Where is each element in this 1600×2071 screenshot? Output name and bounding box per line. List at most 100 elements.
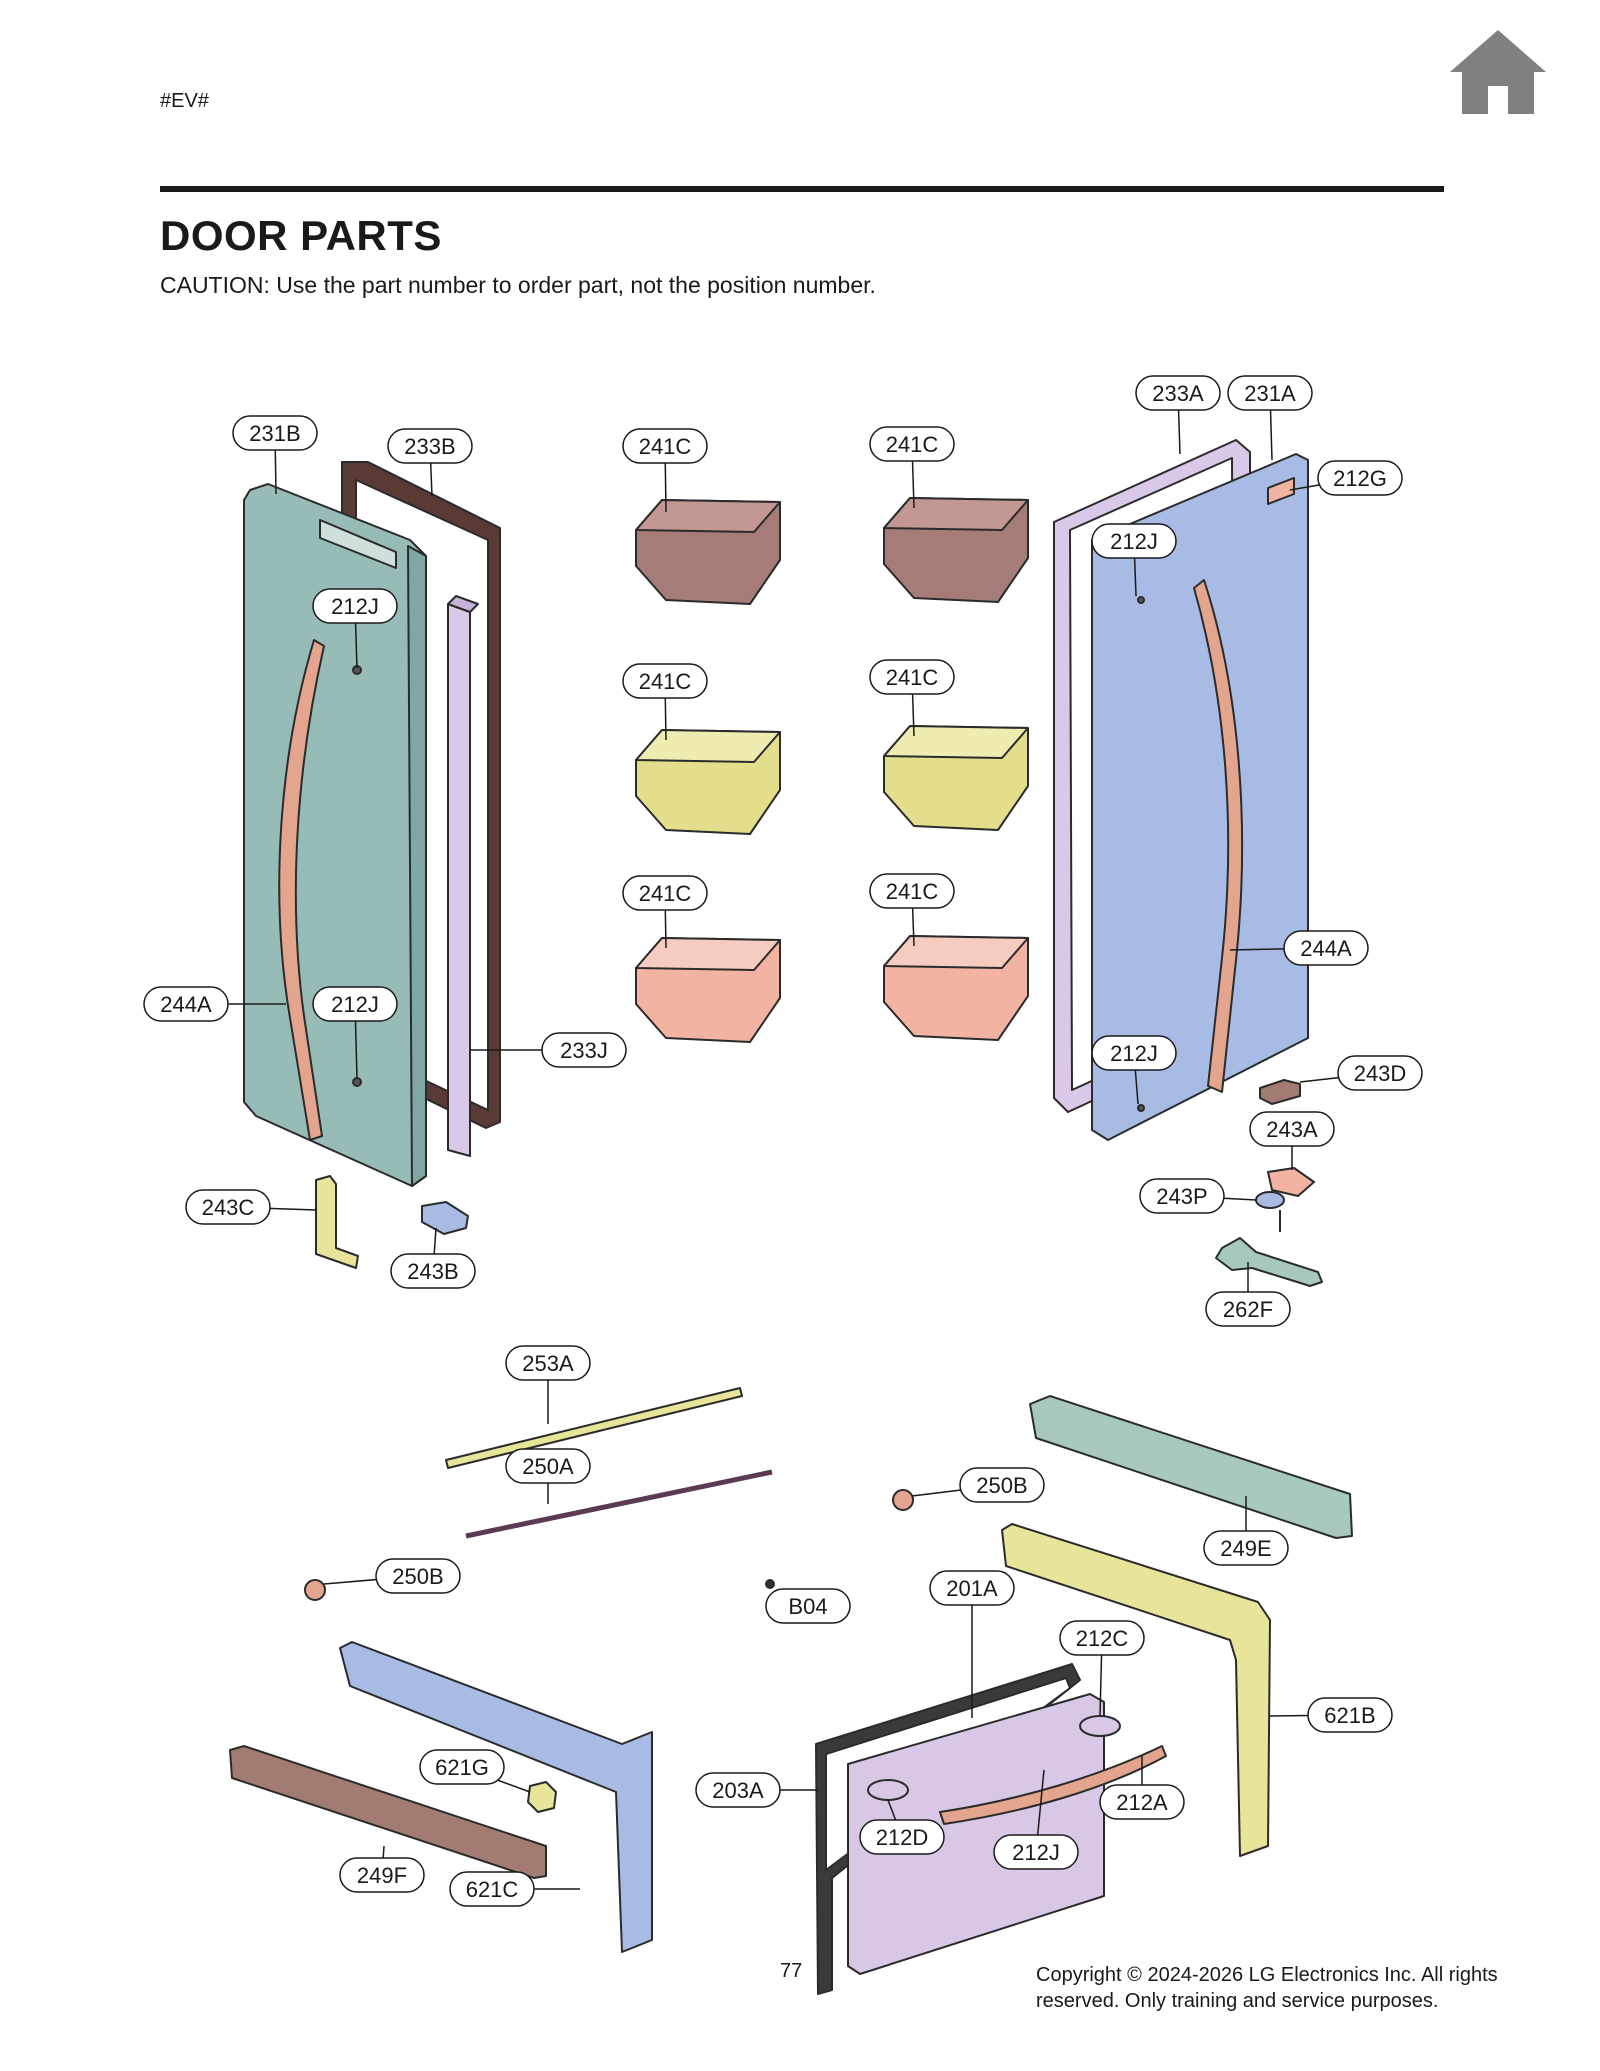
- part-262F-wrench: [1215, 1237, 1323, 1287]
- part-212A-handle: [939, 1745, 1167, 1825]
- part-253A-rod: [445, 1387, 743, 1469]
- callout-label: 212G: [1333, 466, 1387, 491]
- callout-bubble: [1099, 1784, 1185, 1820]
- callout-label: 231B: [249, 421, 300, 446]
- home-icon[interactable]: [1448, 28, 1548, 116]
- callout-bubble: [143, 986, 229, 1022]
- part-250B-gear-right: [892, 1489, 914, 1511]
- part-249F-rail: [229, 1745, 547, 1879]
- callout-B04: B04: [765, 1588, 851, 1624]
- callout-621C: 621C: [449, 1871, 535, 1907]
- callout-bubble: [959, 1467, 1045, 1503]
- callout-250B-1: 250B: [959, 1467, 1045, 1503]
- right-door-panel: [1091, 453, 1309, 1141]
- page-number: 77: [780, 1960, 803, 1982]
- left-door-handle: [278, 639, 325, 1141]
- callout-label: 212D: [876, 1825, 929, 1850]
- callout-244A-1: 244A: [1283, 930, 1369, 966]
- callout-label: 621C: [466, 1877, 519, 1902]
- callout-bubble: [1091, 523, 1177, 559]
- callout-label: 233J: [560, 1038, 608, 1063]
- left-door-trim-233J: [447, 595, 479, 1157]
- callout-label: 249F: [357, 1863, 407, 1888]
- callout-label: 621B: [1324, 1703, 1375, 1728]
- callout-label: 250A: [522, 1454, 574, 1479]
- callout-label: 212J: [331, 992, 379, 1017]
- callout-212J-5: 212J: [993, 1834, 1079, 1870]
- callout-bubble: [419, 1749, 505, 1785]
- callout-621G: 621G: [419, 1749, 505, 1785]
- part-243P-washer: [1255, 1191, 1285, 1232]
- callout-label: 231A: [1244, 381, 1296, 406]
- page-title: DOOR PARTS: [160, 212, 442, 259]
- callout-label: 249E: [1220, 1536, 1271, 1561]
- callout-203A: 203A: [695, 1772, 781, 1808]
- bin-left-middle: [635, 729, 781, 835]
- callout-bubble: [449, 1871, 535, 1907]
- callout-label: 243D: [1354, 1061, 1407, 1086]
- callout-label: 212J: [1012, 1840, 1060, 1865]
- bin-right-middle: [883, 725, 1029, 831]
- callout-bubble: [993, 1834, 1079, 1870]
- document-code: #EV#: [160, 90, 209, 112]
- callout-250B-2: 250B: [375, 1558, 461, 1594]
- callout-bubble: [859, 1819, 945, 1855]
- callout-bubble: [1227, 375, 1313, 411]
- bin-right-bottom: [883, 935, 1029, 1041]
- callout-bubble: [1091, 1035, 1177, 1071]
- caution-note: CAUTION: Use the part number to order pa…: [160, 272, 876, 298]
- callout-bubble: [312, 588, 398, 624]
- part-621G-clip: [527, 1781, 557, 1813]
- copyright-line-2: reserved. Only training and service purp…: [1036, 1990, 1439, 2012]
- callout-212J-2: 212J: [312, 588, 398, 624]
- part-243C-bracket: [315, 1175, 359, 1269]
- callout-label: 233B: [404, 434, 455, 459]
- callout-label: 243P: [1156, 1184, 1207, 1209]
- callout-241C-5: 241C: [622, 875, 708, 911]
- callout-label: 241C: [639, 881, 692, 906]
- callout-label: 241C: [639, 669, 692, 694]
- callout-231B: 231B: [232, 415, 318, 451]
- callout-label: 241C: [886, 432, 939, 457]
- part-621C-bracket: [339, 1641, 653, 1953]
- callout-212D: 212D: [859, 1819, 945, 1855]
- callout-bubble: [765, 1588, 851, 1624]
- callout-label: 250B: [976, 1473, 1027, 1498]
- callout-bubble: [339, 1857, 425, 1893]
- callout-bubble: [1203, 1530, 1289, 1566]
- part-243B-hinge: [421, 1201, 469, 1235]
- callout-label: 244A: [160, 992, 212, 1017]
- callout-label: 243B: [407, 1259, 458, 1284]
- left-door-hinge-screws: [352, 665, 362, 1087]
- callout-bubble: [929, 1570, 1015, 1606]
- callout-249E: 249E: [1203, 1530, 1289, 1566]
- callout-bubble: [185, 1189, 271, 1225]
- callout-label: 201A: [946, 1576, 998, 1601]
- callout-label: 243A: [1266, 1117, 1318, 1142]
- callout-label: 241C: [639, 434, 692, 459]
- callout-bubble: [505, 1345, 591, 1381]
- callout-label: 243C: [202, 1195, 255, 1220]
- callout-241C-3: 241C: [622, 663, 708, 699]
- callout-label: 244A: [1300, 936, 1352, 961]
- callout-label: 241C: [886, 879, 939, 904]
- callout-bubble: [541, 1032, 627, 1068]
- callout-label: 203A: [712, 1778, 764, 1803]
- callout-243P: 243P: [1139, 1178, 1225, 1214]
- callout-bubble: [869, 659, 955, 695]
- part-243A-hinge: [1267, 1167, 1315, 1197]
- callout-bubble: [622, 875, 708, 911]
- callout-241C-2: 241C: [869, 426, 955, 462]
- callout-201A: 201A: [929, 1570, 1015, 1606]
- callout-212J-1: 212J: [1091, 523, 1177, 559]
- bin-left-bottom: [635, 937, 781, 1043]
- callout-212J-4: 212J: [1091, 1035, 1177, 1071]
- callout-label: 212J: [331, 594, 379, 619]
- right-door-screws: [1137, 596, 1145, 1112]
- callout-bubble: [1337, 1055, 1423, 1091]
- right-door-handle: [1193, 579, 1244, 1093]
- callout-244A-2: 244A: [143, 986, 229, 1022]
- callout-bubble: [312, 986, 398, 1022]
- part-621B-bracket: [1001, 1523, 1271, 1857]
